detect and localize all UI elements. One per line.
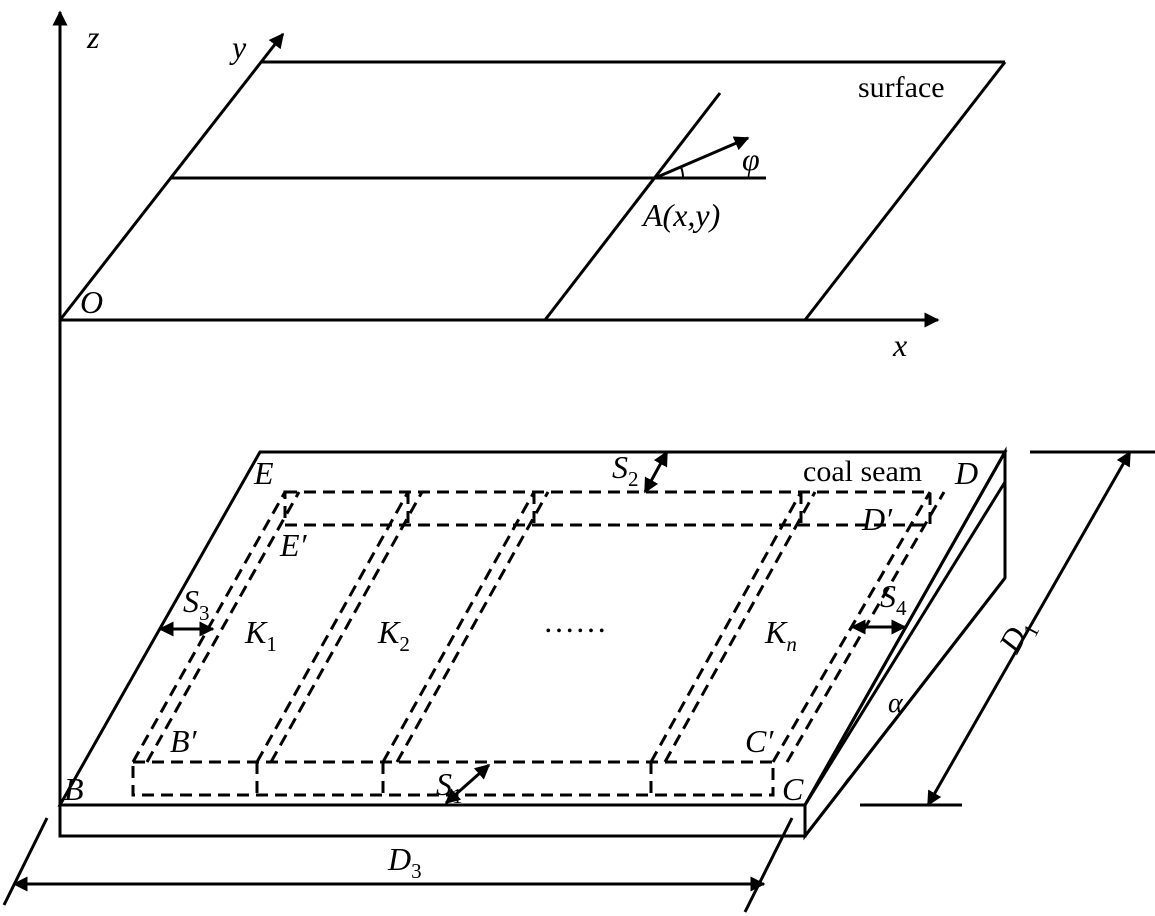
d1-dimension-arrow (926, 450, 1132, 807)
z-axis-label: z (86, 19, 100, 55)
phi-angle-arc (680, 166, 685, 179)
origin-label: O (80, 284, 103, 320)
corner-c-label: C (782, 771, 804, 807)
top-roadway (283, 490, 932, 527)
panel-boundary-inner (663, 491, 817, 763)
s1-arrow (444, 763, 491, 805)
direction-arrow-phi (654, 136, 750, 180)
x-axis-label: x (892, 327, 907, 363)
alpha-label: α (888, 688, 904, 719)
surface-label: surface (858, 71, 945, 104)
s2-arrow (643, 450, 669, 494)
corner-c-prime-label: C′ (745, 723, 774, 759)
panel-k2-label: K2 (377, 614, 410, 656)
corner-b-prime-label: B′ (170, 723, 198, 759)
panel-boundary-inner (145, 491, 301, 763)
panel-boundary (255, 491, 410, 763)
corner-e-label: E (253, 455, 274, 491)
coal-seam-front-face (58, 803, 807, 838)
surface-right-edge (803, 61, 1007, 321)
s1-label: S1 (436, 766, 463, 808)
panel-boundary (649, 491, 803, 763)
corner-d-label: D (954, 455, 978, 491)
point-a-label: A(x,y) (641, 197, 720, 233)
alpha-angle-arc (842, 775, 852, 788)
s3-label: S3 (183, 583, 210, 625)
d1-label: D1 (991, 612, 1044, 662)
s4-label: S4 (880, 578, 907, 620)
panel-k1-label: K1 (244, 614, 277, 656)
panel-boundary-inner (269, 491, 424, 763)
panel-boundary-inner (395, 491, 550, 763)
coal-seam-label: coal seam (803, 455, 922, 488)
surface-grid-line-slanted (543, 92, 722, 321)
panel-kn-label: Kn (764, 614, 797, 656)
panels-ellipsis: …… (543, 603, 607, 639)
panel-boundary (381, 491, 536, 763)
y-axis-label: y (229, 29, 247, 65)
corner-d-prime-label: D′ (861, 501, 893, 537)
corner-e-prime-label: E′ (279, 527, 308, 563)
coal-seam-side-edge (803, 481, 1007, 806)
d3-extension-line (743, 817, 794, 913)
d3-extension-line (2, 817, 49, 906)
d3-label: D3 (387, 841, 422, 883)
s2-label: S2 (612, 449, 639, 491)
corner-b-label: B (64, 771, 84, 807)
phi-label: φ (742, 141, 760, 177)
